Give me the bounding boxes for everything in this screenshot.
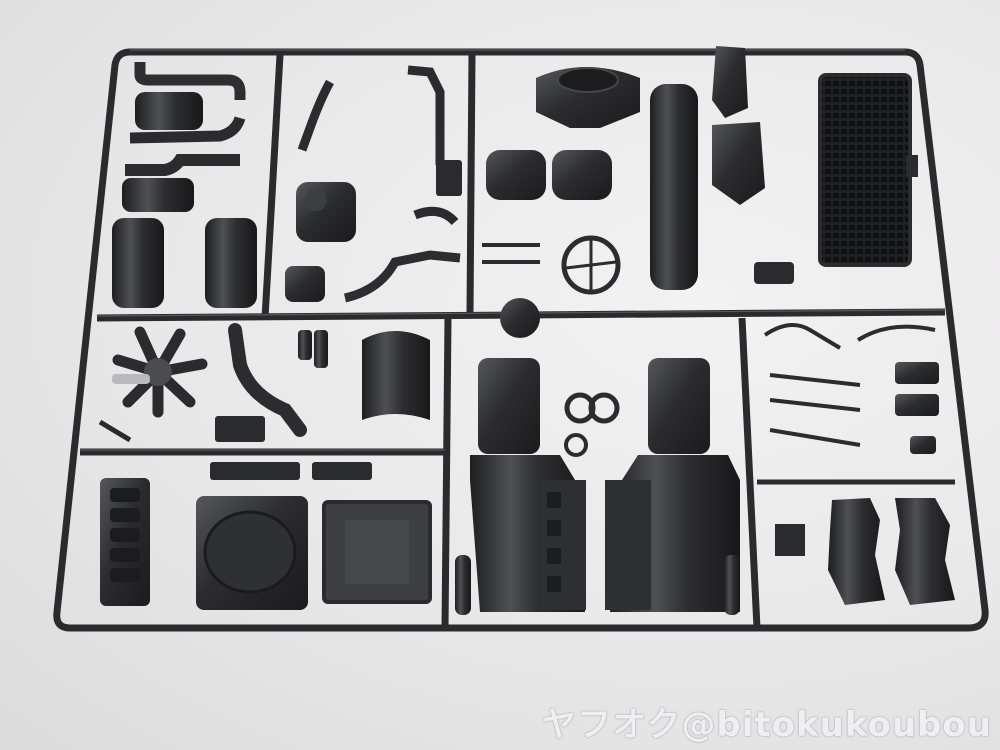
watermark-text: ヤフオク@bitokukoubou bbox=[542, 705, 992, 745]
seat-frames bbox=[828, 498, 955, 605]
exhaust-parts bbox=[112, 62, 257, 308]
mirrors-and-brackets bbox=[763, 323, 939, 556]
small-engine-parts bbox=[285, 65, 462, 303]
fan-and-hoses bbox=[98, 323, 430, 443]
engine-block-halves bbox=[455, 298, 740, 615]
engine-covers bbox=[100, 462, 432, 610]
fifth-wheel-and-steering bbox=[482, 67, 640, 295]
fender-parts bbox=[650, 46, 794, 290]
radiator-grille bbox=[818, 73, 918, 267]
